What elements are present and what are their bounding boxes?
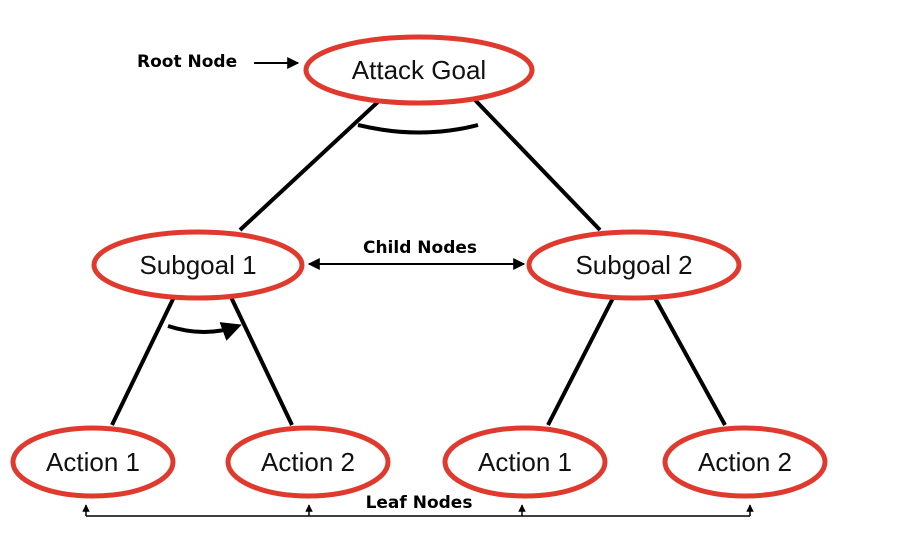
edge-root-subgoal-2 xyxy=(473,98,602,232)
node-action-1-left-label: Action 1 xyxy=(46,447,140,477)
sequence-arc-arrow xyxy=(167,322,242,341)
node-subgoal-1-label: Subgoal 1 xyxy=(139,250,256,280)
leaf-nodes-annotation: Leaf Nodes xyxy=(366,493,473,513)
node-action-2-left-label: Action 2 xyxy=(261,447,355,477)
edge-root-subgoal-1 xyxy=(238,98,382,232)
node-action-1-right-label: Action 1 xyxy=(478,447,572,477)
root-node-annotation: Root Node xyxy=(137,52,237,72)
node-subgoal-2: Subgoal 2 xyxy=(526,229,742,301)
node-action-1-right: Action 1 xyxy=(442,425,608,499)
edge-subgoal-1-action-2 xyxy=(228,294,294,426)
node-action-1-left: Action 1 xyxy=(10,425,176,499)
node-action-2-left: Action 2 xyxy=(225,425,391,499)
node-action-2-right: Action 2 xyxy=(662,425,828,499)
node-root: Attack Goal xyxy=(303,34,535,106)
edge-subgoal-2-action-2 xyxy=(653,297,727,426)
node-subgoal-1: Subgoal 1 xyxy=(91,229,305,301)
leaf-nodes-bracket xyxy=(82,504,754,517)
node-subgoal-2-label: Subgoal 2 xyxy=(575,250,692,280)
child-nodes-annotation: Child Nodes xyxy=(363,238,477,258)
edge-subgoal-1-action-1 xyxy=(110,294,177,426)
and-gate-arc xyxy=(357,123,479,135)
node-action-2-right-label: Action 2 xyxy=(698,447,792,477)
node-root-label: Attack Goal xyxy=(352,55,486,85)
edge-subgoal-2-action-1 xyxy=(546,297,615,426)
